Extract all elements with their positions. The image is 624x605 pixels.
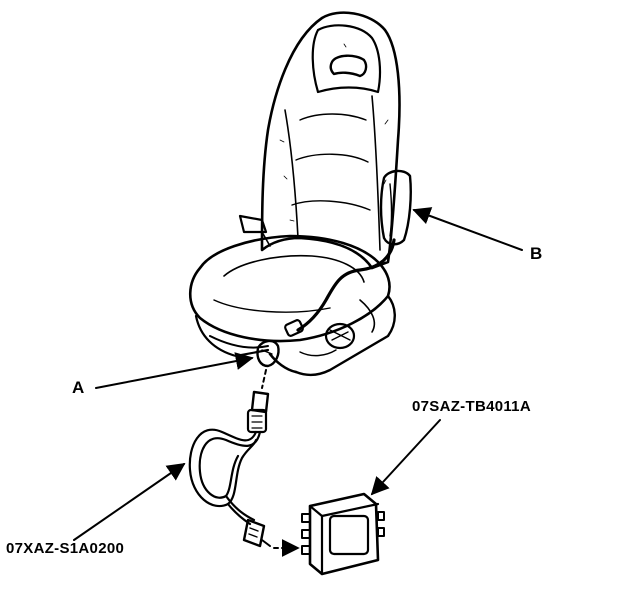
callout-b: B [530,244,543,263]
seat-base [209,294,396,376]
leader-tool-harness [73,462,186,541]
side-airbag-module [379,169,412,246]
inflator-simulator [301,492,385,576]
test-harness-cable [188,390,271,548]
callout-tool-harness: 07XAZ-S1A0200 [6,540,125,557]
callout-a: A [72,378,85,397]
seat-back [260,11,401,270]
connection-dashed-a [261,369,267,389]
leader-a [95,352,254,389]
callout-tool-simulator: 07SAZ-TB4011A [412,398,531,415]
connector-a [256,339,280,368]
seat-wiring-harness [268,238,396,374]
leader-b [412,207,523,251]
leader-tool-simulator [370,419,441,496]
